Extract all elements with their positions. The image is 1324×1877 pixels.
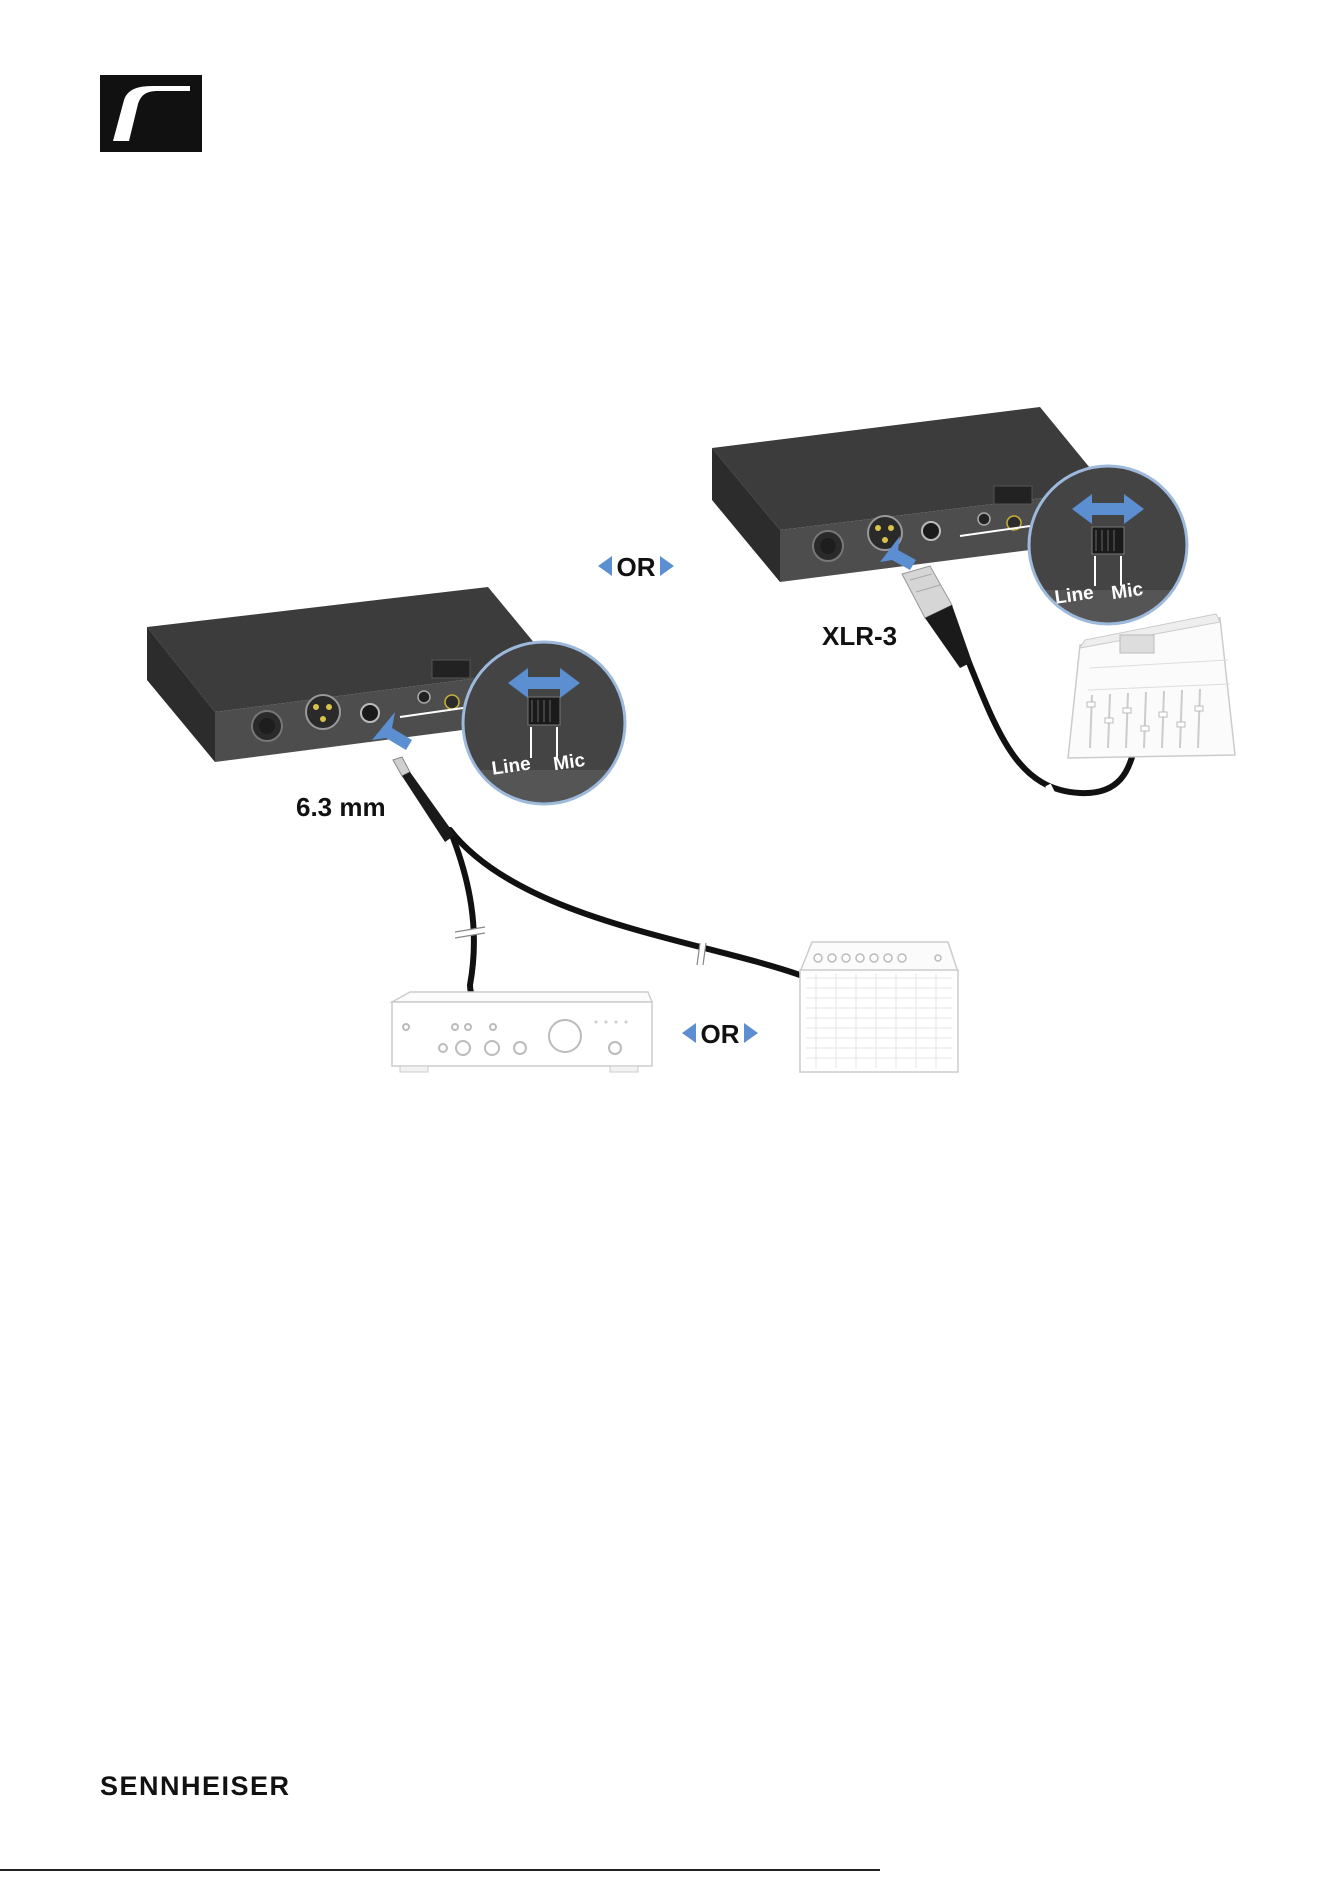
cable-break-marks-outline <box>455 927 706 965</box>
zoom-callout-right: Line Mic <box>1025 466 1195 650</box>
or-marker-top: OR <box>598 552 674 582</box>
zoom-callout-left: Line Mic <box>460 642 630 830</box>
or-marker-bottom: OR <box>682 1019 758 1049</box>
switch-right-mic-label: Mic <box>1110 579 1145 604</box>
or-label-bottom: OR <box>701 1019 740 1049</box>
switch-left-mic-label: Mic <box>552 750 587 775</box>
brand-wordmark: SENNHEISER <box>100 1771 291 1801</box>
hifi-amplifier <box>392 992 652 1072</box>
cable-break-marks <box>455 785 1058 965</box>
jack-size-label: 6.3 mm <box>296 792 386 822</box>
xlr-label: XLR-3 <box>822 621 897 651</box>
sennheiser-logo-icon <box>100 75 202 152</box>
guitar-amplifier <box>800 942 958 1072</box>
or-label-top: OR <box>617 552 656 582</box>
mixing-console <box>1068 614 1235 758</box>
